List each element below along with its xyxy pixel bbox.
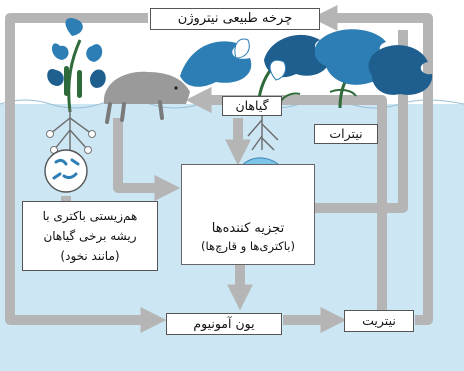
right-plants bbox=[180, 29, 433, 113]
plants-text: گیاهان bbox=[235, 98, 269, 113]
nitrates-box: نیترات bbox=[314, 124, 378, 144]
nitrates-text: نیترات bbox=[329, 126, 363, 141]
animal-mole bbox=[103, 71, 190, 124]
bacteria-magnifier-left bbox=[44, 149, 88, 193]
decomposers-text-line1: تجزیه کننده‌ها bbox=[211, 221, 285, 236]
decomposers-box bbox=[181, 164, 315, 265]
decomposers-text-line2: (باکتری‌ها و قارچ‌ها) bbox=[201, 239, 295, 253]
symbiosis-text-line1: هم‌زیستی باکتری با bbox=[42, 209, 138, 223]
arrow-animal-to-decomposers bbox=[113, 118, 181, 201]
ammonium-box: یون آمونیوم bbox=[166, 313, 282, 335]
ammonium-text: یون آمونیوم bbox=[193, 316, 255, 331]
arrow-nitrite-to-cycle bbox=[311, 5, 433, 325]
symbiosis-text-line2: ریشه برخی گیاهان bbox=[43, 229, 137, 243]
root-nodules bbox=[46, 130, 96, 154]
nitrite-box: نیتریت bbox=[344, 310, 414, 332]
pea-roots bbox=[49, 108, 93, 151]
plants-box: گیاهان bbox=[222, 96, 282, 116]
cycle-title-text: چرخه طبیعی نیتروژن bbox=[177, 11, 293, 26]
pea-plant bbox=[47, 17, 106, 113]
symbiosis-box: هم‌زیستی باکتری با ریشه برخی گیاهان (مان… bbox=[22, 201, 158, 271]
symbiosis-text-line3: (مانند نخود) bbox=[60, 249, 120, 263]
nitrite-text: نیتریت bbox=[362, 313, 396, 328]
arrow-cycle-left-loop bbox=[5, 13, 167, 333]
right-plant-roots bbox=[247, 108, 279, 151]
cycle-title-box: چرخه طبیعی نیتروژن bbox=[150, 8, 320, 30]
